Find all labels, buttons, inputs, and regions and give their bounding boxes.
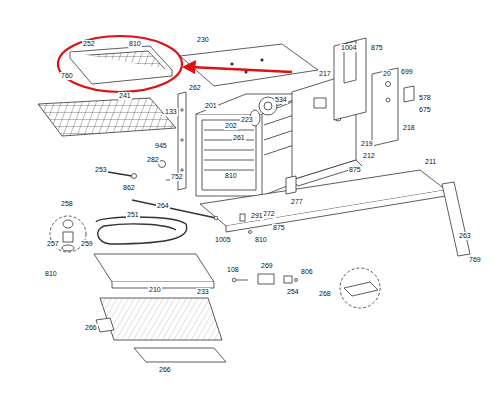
callout-number: 254 bbox=[286, 288, 300, 296]
callout-number: 261 bbox=[232, 134, 246, 142]
callout-number: 675 bbox=[418, 106, 432, 114]
callout-number: 133 bbox=[164, 108, 178, 116]
callout-number: 218 bbox=[402, 124, 416, 132]
callout-number: 108 bbox=[226, 266, 240, 274]
callout-number: 862 bbox=[122, 184, 136, 192]
callout-number: 212 bbox=[362, 152, 376, 160]
callout-number: 217 bbox=[318, 70, 332, 78]
callout-number: 272 bbox=[262, 210, 276, 218]
callout-number: 241 bbox=[118, 92, 132, 100]
callout-number: 578 bbox=[418, 94, 432, 102]
callout-number: 266 bbox=[158, 366, 172, 374]
callout-number: 233 bbox=[196, 288, 210, 296]
callout-number: 201 bbox=[204, 102, 218, 110]
callout-number: 230 bbox=[196, 36, 210, 44]
callout-number: 264 bbox=[156, 202, 170, 210]
callout-number: 268 bbox=[318, 290, 332, 298]
callout-number: 262 bbox=[188, 84, 202, 92]
callout-number: 769 bbox=[468, 256, 482, 264]
callout-number: 810 bbox=[254, 236, 268, 244]
callout-number: 251 bbox=[126, 211, 140, 219]
callout-number: 259 bbox=[80, 240, 94, 248]
callout-number: 810 bbox=[224, 172, 238, 180]
callout-number: 219 bbox=[360, 140, 374, 148]
callout-number: 252 bbox=[82, 40, 96, 48]
callout-number: 211 bbox=[424, 158, 437, 166]
callout-number: 253 bbox=[94, 166, 108, 174]
callout-number: 945 bbox=[154, 142, 168, 150]
callout-number: 277 bbox=[290, 198, 304, 206]
callout-number: 875 bbox=[348, 166, 362, 174]
callout-number: 1004 bbox=[340, 44, 358, 52]
callout-number: 1005 bbox=[214, 236, 232, 244]
callout-number: 223 bbox=[240, 116, 254, 124]
callout-number: 291 bbox=[250, 212, 264, 220]
callout-number: 269 bbox=[260, 262, 274, 270]
callout-number: 258 bbox=[60, 200, 74, 208]
callout-number: 266 bbox=[84, 324, 98, 332]
callout-number: 202 bbox=[224, 122, 238, 130]
callout-number: 263 bbox=[458, 232, 472, 240]
callout-number: 282 bbox=[146, 156, 160, 164]
callout-number: 699 bbox=[400, 68, 414, 76]
callout-number: 810 bbox=[128, 40, 142, 48]
callout-number: 760 bbox=[60, 72, 74, 80]
callout-number: 20 bbox=[382, 70, 392, 78]
callout-number: 806 bbox=[300, 268, 314, 276]
callout-number: 257 bbox=[46, 240, 60, 248]
callout-number: 752 bbox=[170, 173, 184, 181]
callout-number: 534 bbox=[274, 96, 288, 104]
callout-number: 875 bbox=[272, 224, 286, 232]
callout-number: 210 bbox=[148, 286, 162, 294]
callout-number: 810 bbox=[44, 270, 58, 278]
callout-number: 875 bbox=[370, 44, 384, 52]
